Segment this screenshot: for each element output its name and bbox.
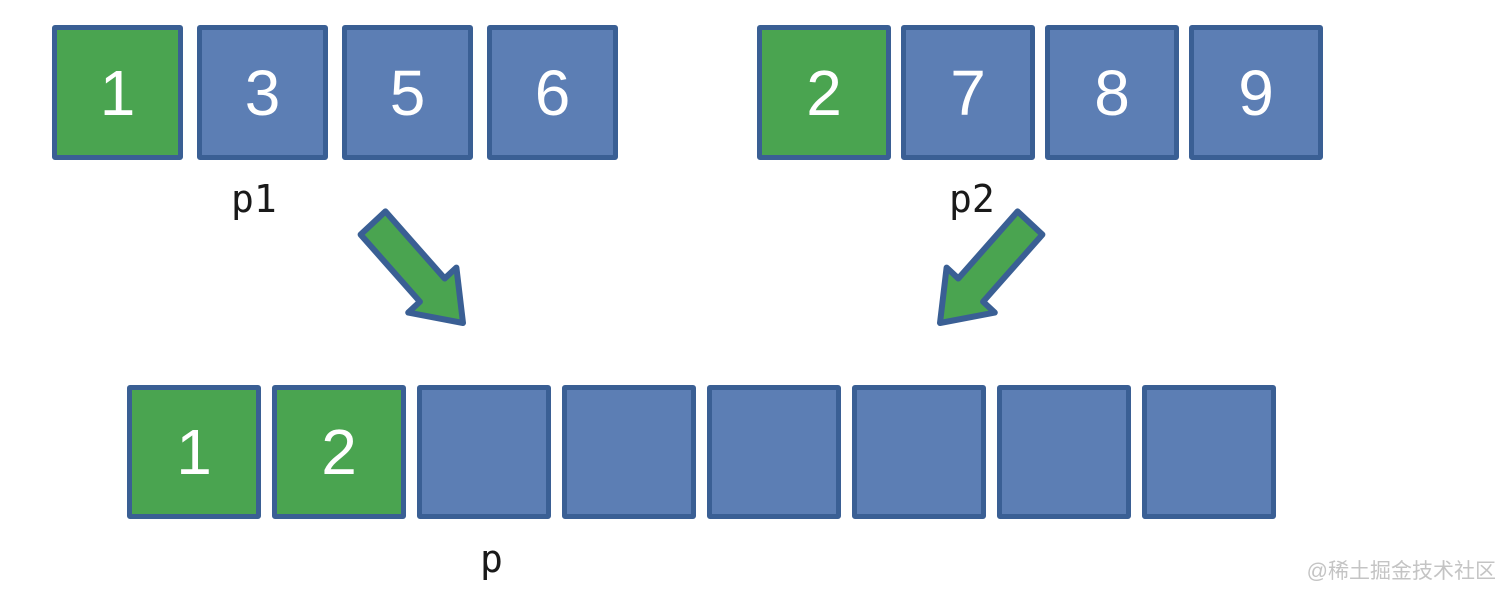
array-cell: 1 [52, 25, 183, 160]
pointer-label-p2: p2 [949, 177, 995, 221]
array-cell: 3 [197, 25, 328, 160]
array-cell [707, 385, 841, 519]
merge-arrow-down-left-icon [937, 208, 1046, 326]
watermark-text: @稀土掘金技术社区 [1306, 560, 1496, 583]
array-cell [852, 385, 986, 519]
merge-arrow-down-right-icon [357, 208, 466, 326]
array-cell: 1 [127, 385, 261, 519]
array-cell: 7 [901, 25, 1035, 160]
array-cell: 6 [487, 25, 618, 160]
pointer-label-p1: p1 [231, 177, 277, 221]
array-cell: 2 [272, 385, 406, 519]
array-cell [417, 385, 551, 519]
array-cell: 2 [757, 25, 891, 160]
array-cell: 8 [1045, 25, 1179, 160]
array-cell: 9 [1189, 25, 1323, 160]
array-cell [1142, 385, 1276, 519]
array-cell: 5 [342, 25, 473, 160]
pointer-label-p: p [480, 537, 503, 581]
array-cell [997, 385, 1131, 519]
array-cell [562, 385, 696, 519]
